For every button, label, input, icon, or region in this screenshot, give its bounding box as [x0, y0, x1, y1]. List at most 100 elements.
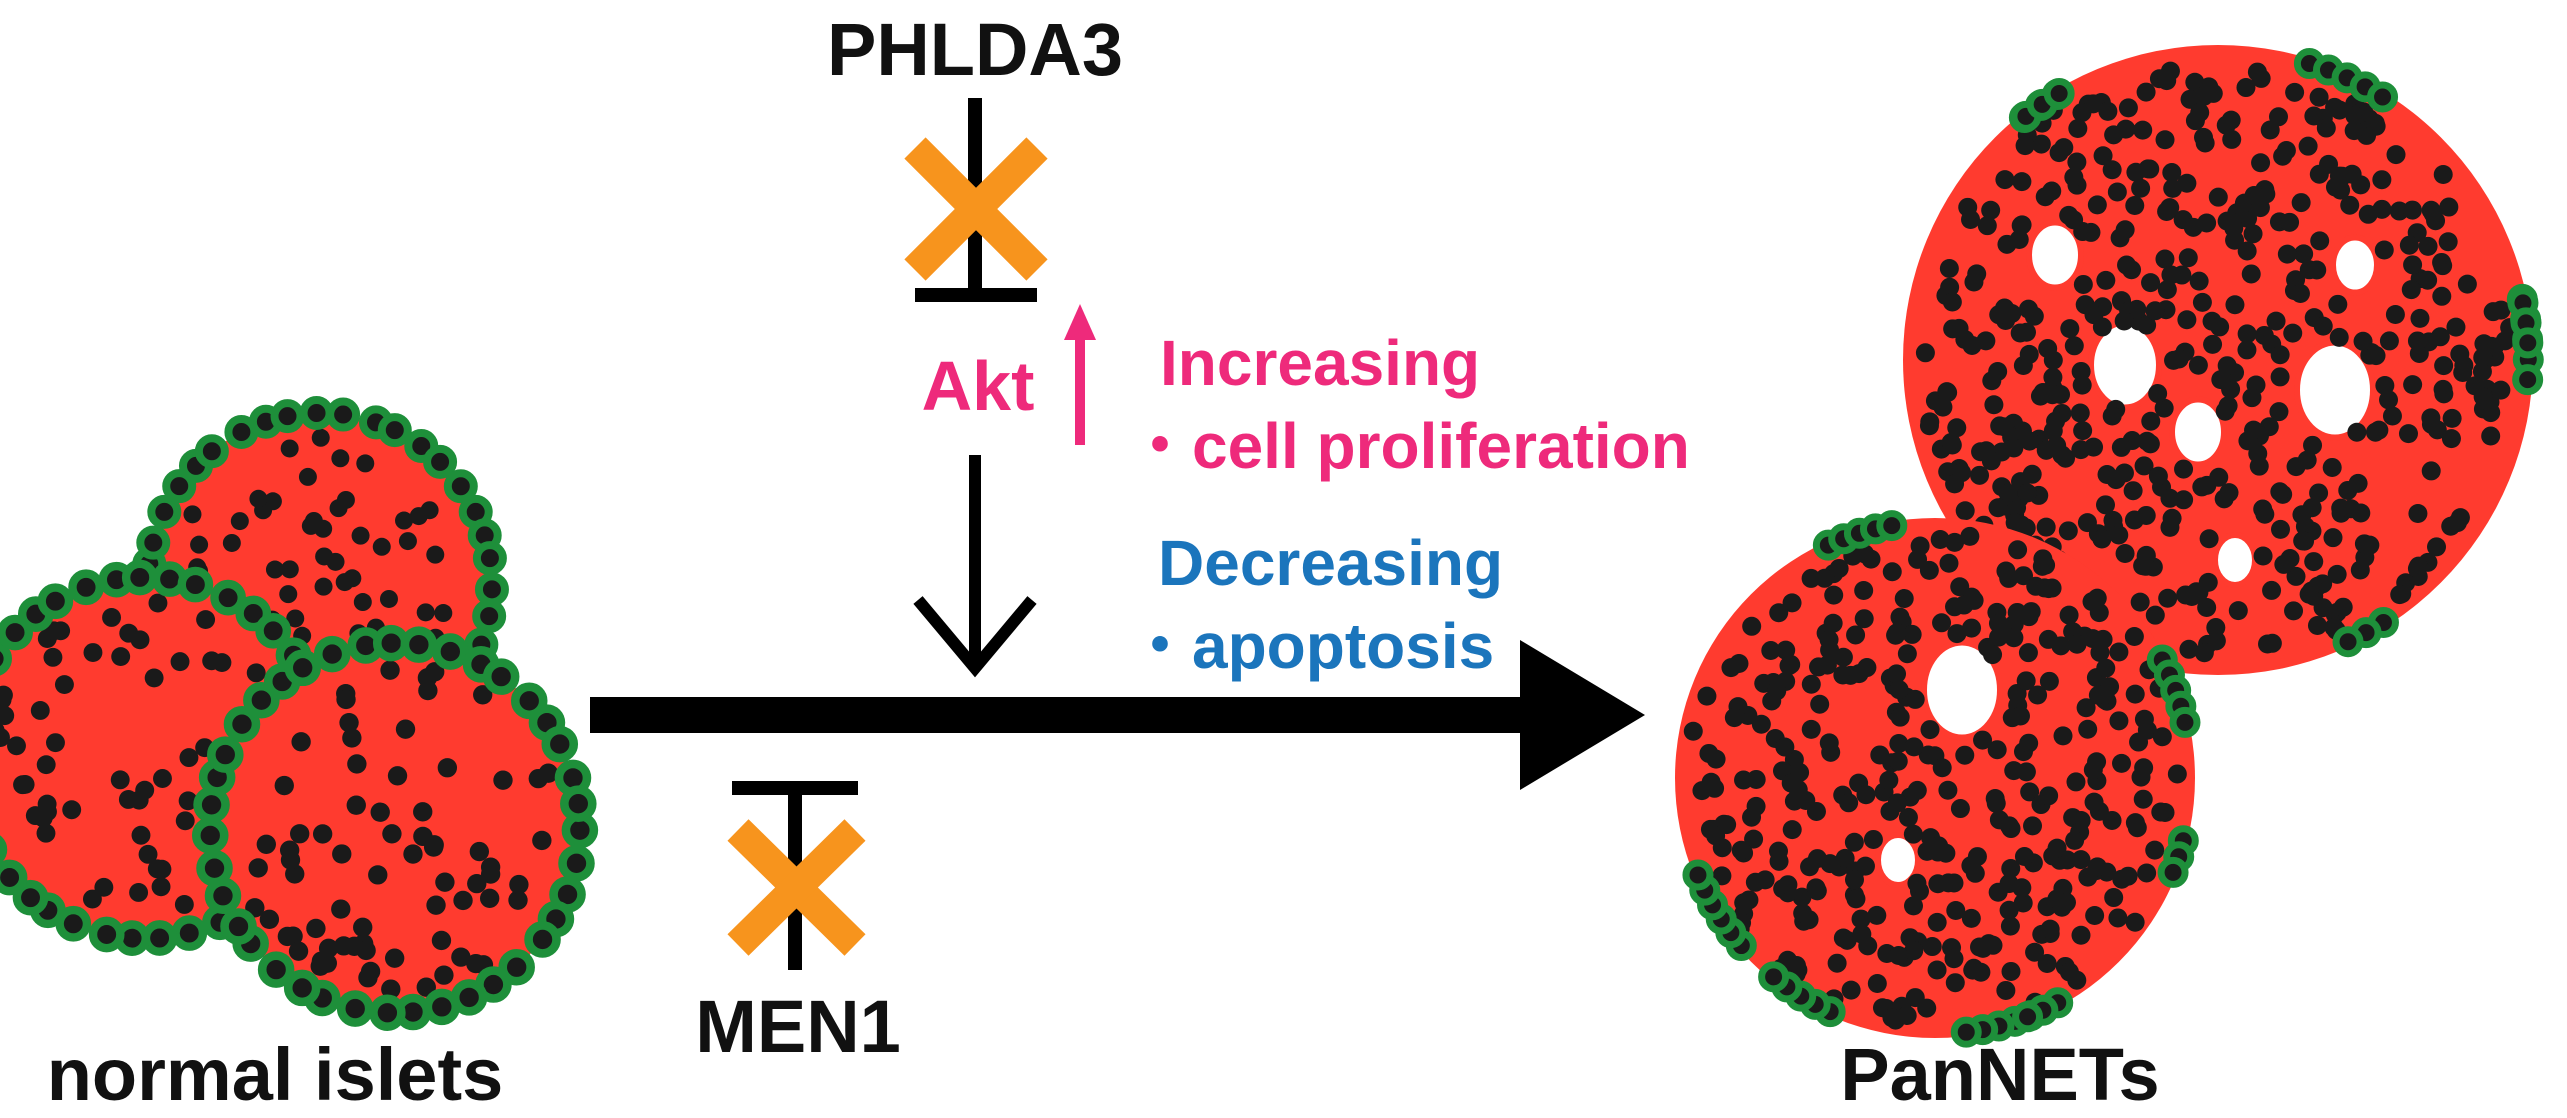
tumor-nucleus [2004, 438, 2024, 458]
tumor-nucleus [2152, 727, 2172, 747]
islet-nucleus [420, 501, 439, 520]
tumor-nucleus [2160, 488, 2180, 508]
islet-rim-cell [0, 614, 33, 651]
islet-rim-cell [191, 817, 229, 854]
tumor-nucleus [2276, 140, 2296, 160]
tumor-nucleus [2095, 685, 2115, 705]
islet-nucleus [532, 830, 552, 851]
tumor-nucleus [1782, 593, 1802, 613]
akt-activation-arrowhead [913, 596, 1037, 678]
islet-nucleus [509, 874, 529, 895]
tumor-nucleus [2294, 244, 2314, 264]
tumor-nucleus [1928, 874, 1948, 894]
tumor-nucleus [2340, 195, 2360, 215]
tumor-nucleus [2421, 200, 2441, 220]
tumor-nucleus [2005, 513, 2025, 533]
tumor-nucleus [2491, 300, 2511, 320]
tumor-nucleus [1742, 616, 1762, 636]
tumor-nucleus [1867, 905, 1887, 925]
tumor-nucleus [2083, 760, 2103, 780]
tumor-nucleus [1846, 625, 1866, 645]
tumor-nucleus [1734, 770, 1754, 790]
islet-nucleus [434, 965, 454, 985]
tumor-nucleus [2446, 317, 2466, 337]
tumor-nucleus [1724, 708, 1744, 728]
islet-nucleus [151, 877, 171, 897]
tumor-nucleus [2266, 311, 2286, 331]
tumor-nucleus [2126, 162, 2146, 182]
islet-nucleus [435, 872, 455, 892]
tumor-nucleus [2102, 160, 2122, 180]
tumor-nucleus [1917, 998, 1937, 1018]
tumor-rim-cell [1682, 859, 1714, 891]
tumor-nucleus [2222, 212, 2242, 232]
tumor-nucleus [1768, 841, 1788, 861]
tumor-nucleus [1976, 331, 1996, 351]
tumor-nucleus [1955, 501, 1975, 521]
tumor-nucleus [2432, 252, 2452, 272]
tumor-nucleus [1761, 641, 1781, 661]
tumor-nucleus [1977, 216, 1997, 236]
islet-nucleus [426, 545, 445, 564]
tumor-nucleus [1879, 770, 1899, 790]
islet-rim-cell [141, 920, 178, 956]
tumor-nucleus [1958, 197, 1978, 217]
tumor-nucleus [2298, 136, 2318, 156]
tumor-nucleus [2095, 495, 2115, 515]
men1-loss-cross-icon [727, 819, 866, 956]
tumor-nucleus [2038, 629, 2058, 649]
tumor-nucleus [2133, 120, 2153, 140]
increasing-item: ・cell proliferation [1128, 410, 1690, 482]
tumor-nucleus [2118, 866, 2138, 886]
islet-nucleus [466, 953, 486, 974]
tumor-nucleus [2379, 331, 2399, 351]
tumor-nucleus [1940, 277, 1960, 297]
islet-nucleus [178, 791, 198, 811]
tumor-nucleus [2064, 336, 2084, 356]
islet-nucleus [418, 680, 438, 701]
tumor-nucleus [1712, 866, 1732, 886]
tumor-nucleus [2136, 82, 2156, 102]
tumor-nucleus [2056, 448, 2076, 468]
tumor-nucleus [2309, 483, 2329, 503]
islet-nucleus [416, 977, 436, 997]
tumor-nucleus [2004, 628, 2024, 648]
tumor-nucleus [2148, 466, 2168, 486]
tumor-nucleus [2228, 601, 2248, 621]
tumor-nucleus [2258, 634, 2278, 654]
tumor-nucleus [2355, 547, 2375, 567]
tumor-nucleus [2179, 639, 2199, 659]
tumor-lumen [2169, 396, 2227, 468]
tumor-nucleus [2109, 525, 2129, 545]
tumor-nucleus [2185, 111, 2205, 131]
tumor-nucleus [2071, 361, 2091, 381]
tumor-nucleus [2054, 138, 2074, 158]
islet-nucleus [248, 858, 268, 878]
islet-nucleus [144, 668, 164, 688]
tumor-nucleus [2072, 103, 2092, 123]
islet-nucleus [331, 449, 350, 468]
tumor-rim-cell [1876, 510, 1908, 542]
tumor-nucleus [2163, 178, 2183, 198]
islet-nucleus [280, 560, 299, 579]
tumor-lumen [2026, 219, 2084, 291]
tumor-nucleus [2283, 323, 2303, 343]
tumor-nucleus [1898, 807, 1918, 827]
islet-nucleus [0, 706, 15, 726]
tumor-nucleus [2059, 962, 2079, 982]
tumor-nucleus [1721, 658, 1741, 678]
islet-nucleus [493, 770, 513, 790]
tumor-nucleus [2161, 265, 2181, 285]
pathway [590, 98, 1645, 970]
tumor-nucleus [2033, 383, 2053, 403]
tumor-nucleus [1731, 840, 1751, 860]
islet-nucleus [291, 732, 311, 752]
tumor-nucleus [1827, 953, 1847, 973]
islet-nucleus [0, 728, 10, 747]
islet-nucleus [335, 573, 354, 592]
tumor-nucleus [1915, 343, 1935, 363]
tumor-nucleus [1890, 707, 1910, 727]
tumor-nucleus [2432, 286, 2452, 306]
increasing-heading: Increasing [1160, 327, 1480, 399]
tumor-nucleus [1904, 737, 1924, 757]
